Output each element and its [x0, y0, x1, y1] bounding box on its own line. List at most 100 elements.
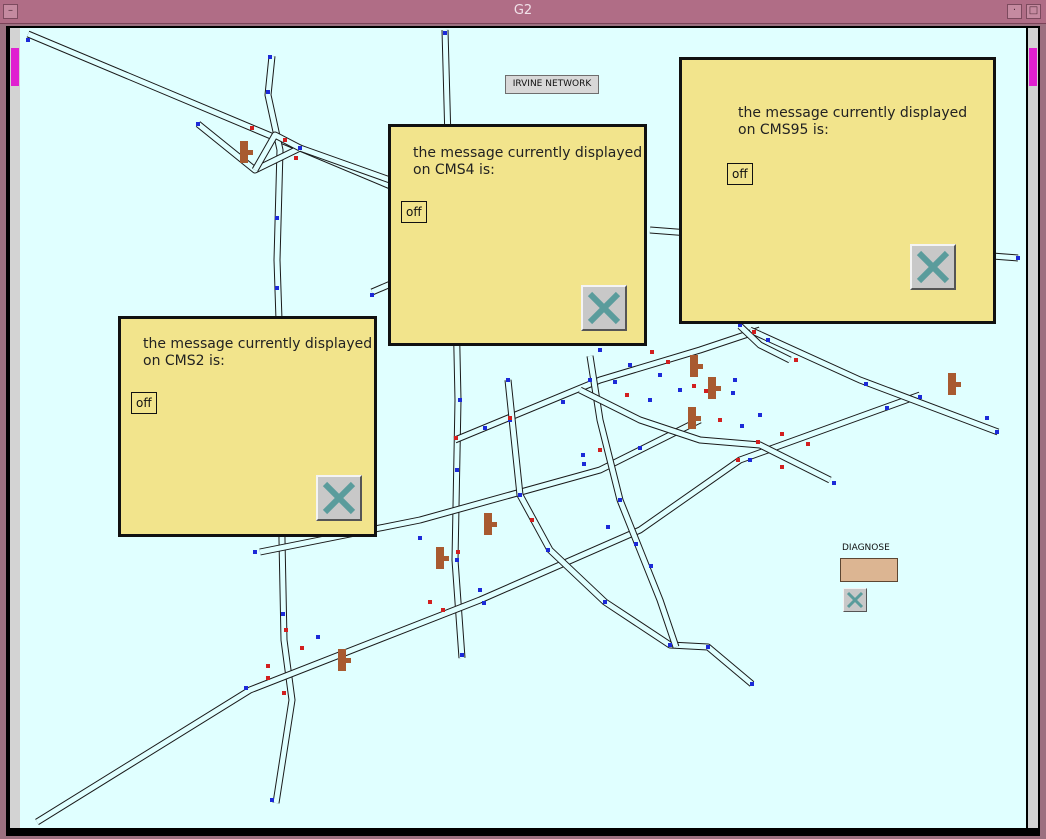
sensor-node[interactable]	[650, 350, 654, 354]
sensor-node[interactable]	[606, 525, 610, 529]
minimize-button[interactable]: ·	[1007, 4, 1022, 19]
sensor-node[interactable]	[482, 601, 486, 605]
sensor-node[interactable]	[738, 323, 742, 327]
left-scroll-thumb[interactable]	[11, 48, 19, 86]
sensor-node[interactable]	[581, 453, 585, 457]
sensor-node[interactable]	[588, 378, 592, 382]
sensor-node[interactable]	[885, 406, 889, 410]
sensor-node[interactable]	[283, 138, 287, 142]
diagnose-close-button[interactable]	[843, 588, 867, 612]
window-menu-button[interactable]: –	[3, 4, 18, 19]
sensor-node[interactable]	[270, 798, 274, 802]
sensor-node[interactable]	[458, 398, 462, 402]
cms-sign-icon[interactable]	[338, 649, 351, 671]
sensor-node[interactable]	[832, 481, 836, 485]
sensor-node[interactable]	[26, 38, 30, 42]
sensor-node[interactable]	[794, 358, 798, 362]
sensor-node[interactable]	[268, 55, 272, 59]
sensor-node[interactable]	[740, 424, 744, 428]
sensor-node[interactable]	[995, 430, 999, 434]
sensor-node[interactable]	[658, 373, 662, 377]
sensor-node[interactable]	[530, 518, 534, 522]
sensor-node[interactable]	[253, 550, 257, 554]
sensor-node[interactable]	[603, 600, 607, 604]
sensor-node[interactable]	[864, 382, 868, 386]
diagnose-button[interactable]	[840, 558, 898, 582]
sensor-node[interactable]	[455, 468, 459, 472]
sensor-node[interactable]	[625, 393, 629, 397]
sensor-node[interactable]	[281, 612, 285, 616]
sensor-node[interactable]	[736, 458, 740, 462]
left-scrollbar[interactable]	[10, 28, 20, 828]
sensor-node[interactable]	[692, 384, 696, 388]
cms-sign-icon[interactable]	[690, 355, 703, 377]
sensor-node[interactable]	[250, 126, 254, 130]
sensor-node[interactable]	[649, 564, 653, 568]
sensor-node[interactable]	[582, 462, 586, 466]
sensor-node[interactable]	[546, 548, 550, 552]
sensor-node[interactable]	[508, 416, 512, 420]
sensor-node[interactable]	[731, 391, 735, 395]
sensor-node[interactable]	[613, 380, 617, 384]
right-scroll-thumb[interactable]	[1029, 48, 1037, 86]
sensor-node[interactable]	[780, 432, 784, 436]
close-panel-button[interactable]	[316, 475, 362, 521]
sensor-node[interactable]	[561, 400, 565, 404]
sensor-node[interactable]	[752, 330, 756, 334]
sensor-node[interactable]	[1016, 256, 1020, 260]
sensor-node[interactable]	[756, 440, 760, 444]
sensor-node[interactable]	[370, 293, 374, 297]
sensor-node[interactable]	[598, 448, 602, 452]
cms-sign-icon[interactable]	[688, 407, 701, 429]
sensor-node[interactable]	[266, 90, 270, 94]
workspace[interactable]: IRVINE NETWORK the message currently dis…	[20, 28, 1026, 828]
sensor-node[interactable]	[294, 156, 298, 160]
maximize-button[interactable]: □	[1026, 4, 1041, 19]
sensor-node[interactable]	[455, 558, 459, 562]
sensor-node[interactable]	[316, 635, 320, 639]
sensor-node[interactable]	[275, 216, 279, 220]
sensor-node[interactable]	[196, 122, 200, 126]
sensor-node[interactable]	[780, 465, 784, 469]
sensor-node[interactable]	[750, 682, 754, 686]
sensor-node[interactable]	[418, 536, 422, 540]
sensor-node[interactable]	[443, 31, 447, 35]
right-scrollbar[interactable]	[1028, 28, 1038, 828]
sensor-node[interactable]	[678, 388, 682, 392]
sensor-node[interactable]	[648, 398, 652, 402]
cms-sign-icon[interactable]	[436, 547, 449, 569]
sensor-node[interactable]	[506, 378, 510, 382]
sensor-node[interactable]	[918, 395, 922, 399]
sensor-node[interactable]	[766, 338, 770, 342]
sensor-node[interactable]	[628, 363, 632, 367]
sensor-node[interactable]	[454, 436, 458, 440]
sensor-node[interactable]	[266, 664, 270, 668]
sensor-node[interactable]	[985, 416, 989, 420]
sensor-node[interactable]	[428, 600, 432, 604]
sensor-node[interactable]	[478, 588, 482, 592]
sensor-node[interactable]	[441, 608, 445, 612]
sensor-node[interactable]	[460, 653, 464, 657]
cms-sign-icon[interactable]	[484, 513, 497, 535]
sensor-node[interactable]	[282, 691, 286, 695]
close-panel-button[interactable]	[910, 244, 956, 290]
cms-sign-icon[interactable]	[948, 373, 961, 395]
sensor-node[interactable]	[598, 348, 602, 352]
sensor-node[interactable]	[638, 446, 642, 450]
sensor-node[interactable]	[718, 418, 722, 422]
sensor-node[interactable]	[618, 498, 622, 502]
sensor-node[interactable]	[300, 646, 304, 650]
cms-sign-icon[interactable]	[708, 377, 721, 399]
sensor-node[interactable]	[298, 146, 302, 150]
sensor-node[interactable]	[244, 686, 248, 690]
sensor-node[interactable]	[704, 389, 708, 393]
sensor-node[interactable]	[483, 426, 487, 430]
sensor-node[interactable]	[668, 643, 672, 647]
sensor-node[interactable]	[518, 493, 522, 497]
sensor-node[interactable]	[806, 442, 810, 446]
sensor-node[interactable]	[666, 360, 670, 364]
sensor-node[interactable]	[733, 378, 737, 382]
cms-sign-icon[interactable]	[240, 141, 253, 163]
sensor-node[interactable]	[758, 413, 762, 417]
sensor-node[interactable]	[266, 676, 270, 680]
